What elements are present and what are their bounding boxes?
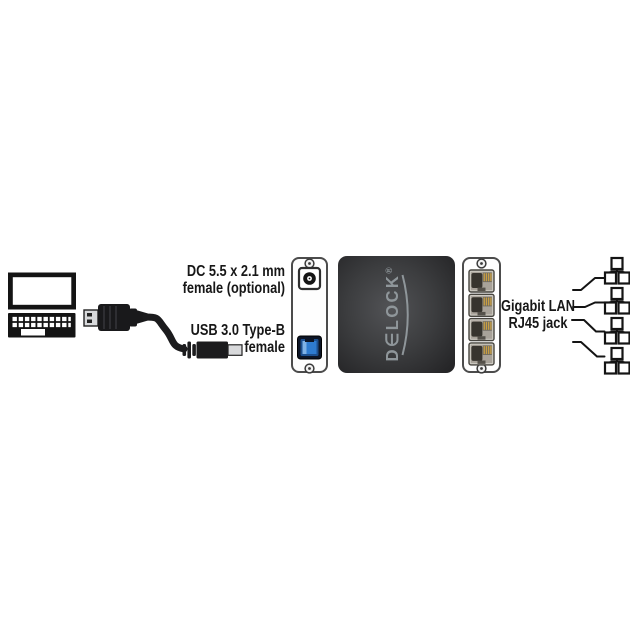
callout-line <box>571 319 606 333</box>
right-port-panel <box>462 257 501 374</box>
callout-line <box>572 301 606 308</box>
lan-port-label-line1: Gigabit LAN <box>501 298 575 315</box>
rj45-jack-icon <box>468 269 495 293</box>
usb-a-plug-icon <box>83 304 148 331</box>
laptop-icon <box>8 272 76 338</box>
brand-logo-swoosh <box>401 274 409 355</box>
registered-trademark: ® <box>384 267 394 274</box>
network-tree-icon <box>603 346 630 375</box>
usb-port-label-line2: female <box>244 338 285 356</box>
network-tree-icon <box>603 316 630 345</box>
screw-icon <box>476 258 487 269</box>
usb-port-label: USB 3.0 Type-B female <box>190 322 285 356</box>
usb-b-port-icon <box>297 335 322 360</box>
callout-lines <box>571 277 606 358</box>
callout-line <box>572 277 606 291</box>
callout-line <box>572 341 606 358</box>
screw-icon <box>304 258 315 269</box>
brand-logo: D∈LOCK® <box>336 254 457 375</box>
lan-port-label-line2: RJ45 jack <box>508 314 568 332</box>
screw-icon <box>476 363 487 374</box>
left-port-panel <box>291 257 328 374</box>
dc-port-label-line2: female (optional) <box>182 279 285 297</box>
usb-b-plug-icon <box>182 341 243 359</box>
dc-jack-icon <box>297 266 322 291</box>
usb-port-label-line1: USB 3.0 Type-B <box>190 322 285 339</box>
brand-logo-text: D∈LOCK® <box>382 267 402 362</box>
screw-icon <box>304 363 315 374</box>
dc-port-label-line1: DC 5.5 x 2.1 mm <box>186 263 285 280</box>
rj45-jack-icon <box>468 342 495 366</box>
network-tree-icon <box>603 286 630 315</box>
rj45-jack-icon <box>468 317 495 342</box>
network-tree-icon <box>603 256 630 285</box>
rj45-jack-icon <box>468 293 495 317</box>
dc-port-label: DC 5.5 x 2.1 mm female (optional) <box>182 263 285 297</box>
lan-port-label: Gigabit LAN RJ45 jack <box>486 298 590 332</box>
usb-cable <box>142 313 188 353</box>
device-body <box>338 256 455 373</box>
